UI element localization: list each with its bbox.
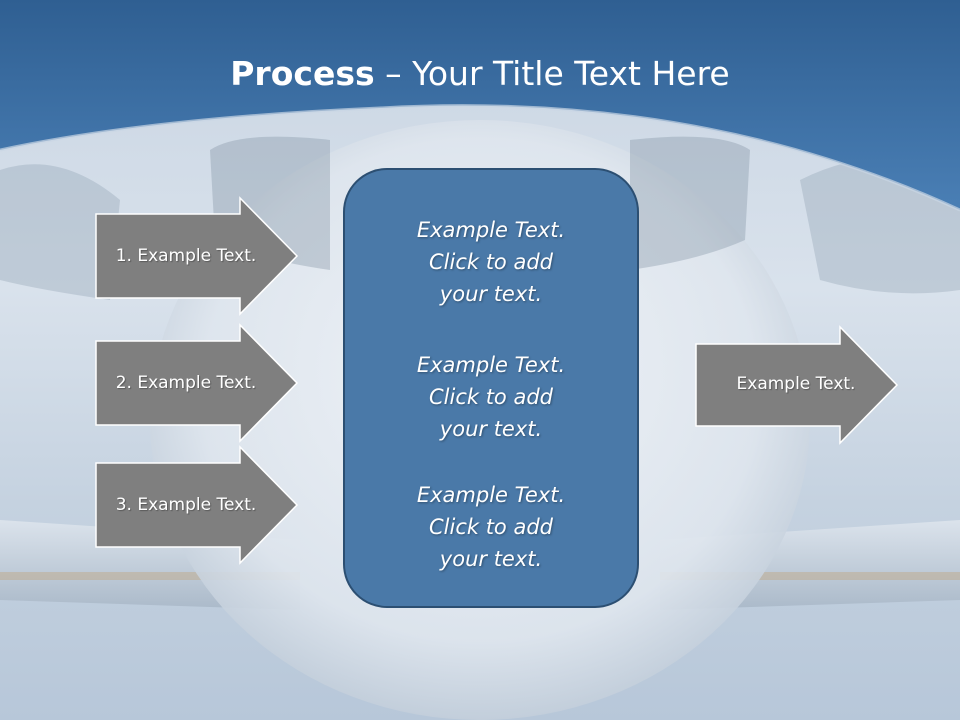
left-arrow-2[interactable] (95, 323, 299, 443)
center-text-3[interactable]: Example Text. Click to add your text. (416, 483, 566, 571)
center-content-box[interactable]: Example Text. Click to add your text. Ex… (343, 168, 639, 608)
left-arrow-label-2: 2. Example Text. (115, 373, 257, 393)
left-arrow-1[interactable] (95, 196, 299, 316)
left-arrow-label-3: 3. Example Text. (115, 495, 257, 515)
left-arrow-3[interactable] (95, 445, 299, 565)
center-text-2[interactable]: Example Text. Click to add your text. (416, 353, 566, 441)
right-arrow[interactable] (695, 325, 899, 445)
right-arrow-label: Example Text. (736, 374, 856, 394)
title-rest: – Your Title Text Here (374, 54, 730, 93)
slide-title: Process – Your Title Text Here (0, 52, 960, 96)
title-bold: Process (230, 54, 375, 93)
center-text-1[interactable]: Example Text. Click to add your text. (416, 218, 566, 306)
left-arrow-label-1: 1. Example Text. (115, 246, 257, 266)
